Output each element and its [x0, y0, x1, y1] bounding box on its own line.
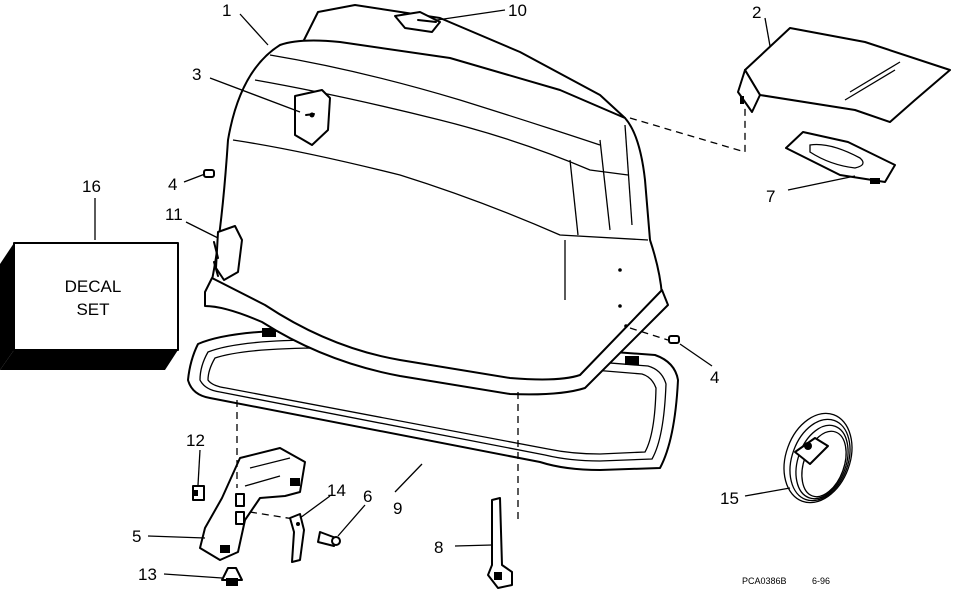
callout-7: 7 [766, 187, 775, 206]
screw-lower [629, 327, 680, 344]
callout-1: 1 [222, 1, 231, 20]
callout-11: 11 [165, 205, 183, 224]
cover-alignment-dash [629, 108, 746, 153]
callout-numbers: 1 2 3 4 4 5 6 7 8 9 10 11 12 13 14 15 16 [82, 1, 775, 584]
engine-cowl [204, 4, 669, 396]
decal-label-line1: DECAL [65, 277, 122, 296]
callout-12: 12 [186, 431, 205, 450]
callout-4-upper: 4 [168, 175, 177, 194]
callout-2: 2 [752, 3, 761, 22]
callout-5: 5 [132, 527, 141, 546]
callout-15: 15 [720, 489, 739, 508]
plastic-rivet [221, 567, 243, 586]
support-bracket [199, 447, 306, 561]
leader-lines [94, 9, 856, 579]
decal-label-line2: SET [76, 300, 109, 319]
callout-9: 9 [393, 499, 402, 518]
callout-3: 3 [192, 65, 201, 84]
bolt [317, 531, 341, 547]
top-latch [394, 11, 441, 33]
drawing-date: 6-96 [812, 576, 830, 586]
drawing-code: PCA0386B [742, 576, 787, 586]
callout-14: 14 [327, 481, 346, 500]
bracket-plate [294, 89, 331, 146]
callout-8: 8 [434, 538, 443, 557]
callout-6: 6 [363, 487, 372, 506]
cover-seal-plate [785, 131, 896, 184]
decal-set-box: DECAL SET [0, 242, 179, 370]
callout-13: 13 [138, 565, 157, 584]
clip-strap [289, 513, 305, 563]
small-clip [192, 485, 205, 501]
drawing-reference: PCA0386B 6-96 [742, 576, 830, 586]
long-strap [487, 497, 513, 589]
top-cover [737, 27, 951, 123]
callout-4-lower: 4 [710, 368, 719, 387]
side-latch [213, 225, 243, 281]
callout-16: 16 [82, 177, 101, 196]
callout-10: 10 [508, 1, 527, 20]
screw-upper [203, 169, 215, 178]
coiled-cable [783, 412, 853, 504]
